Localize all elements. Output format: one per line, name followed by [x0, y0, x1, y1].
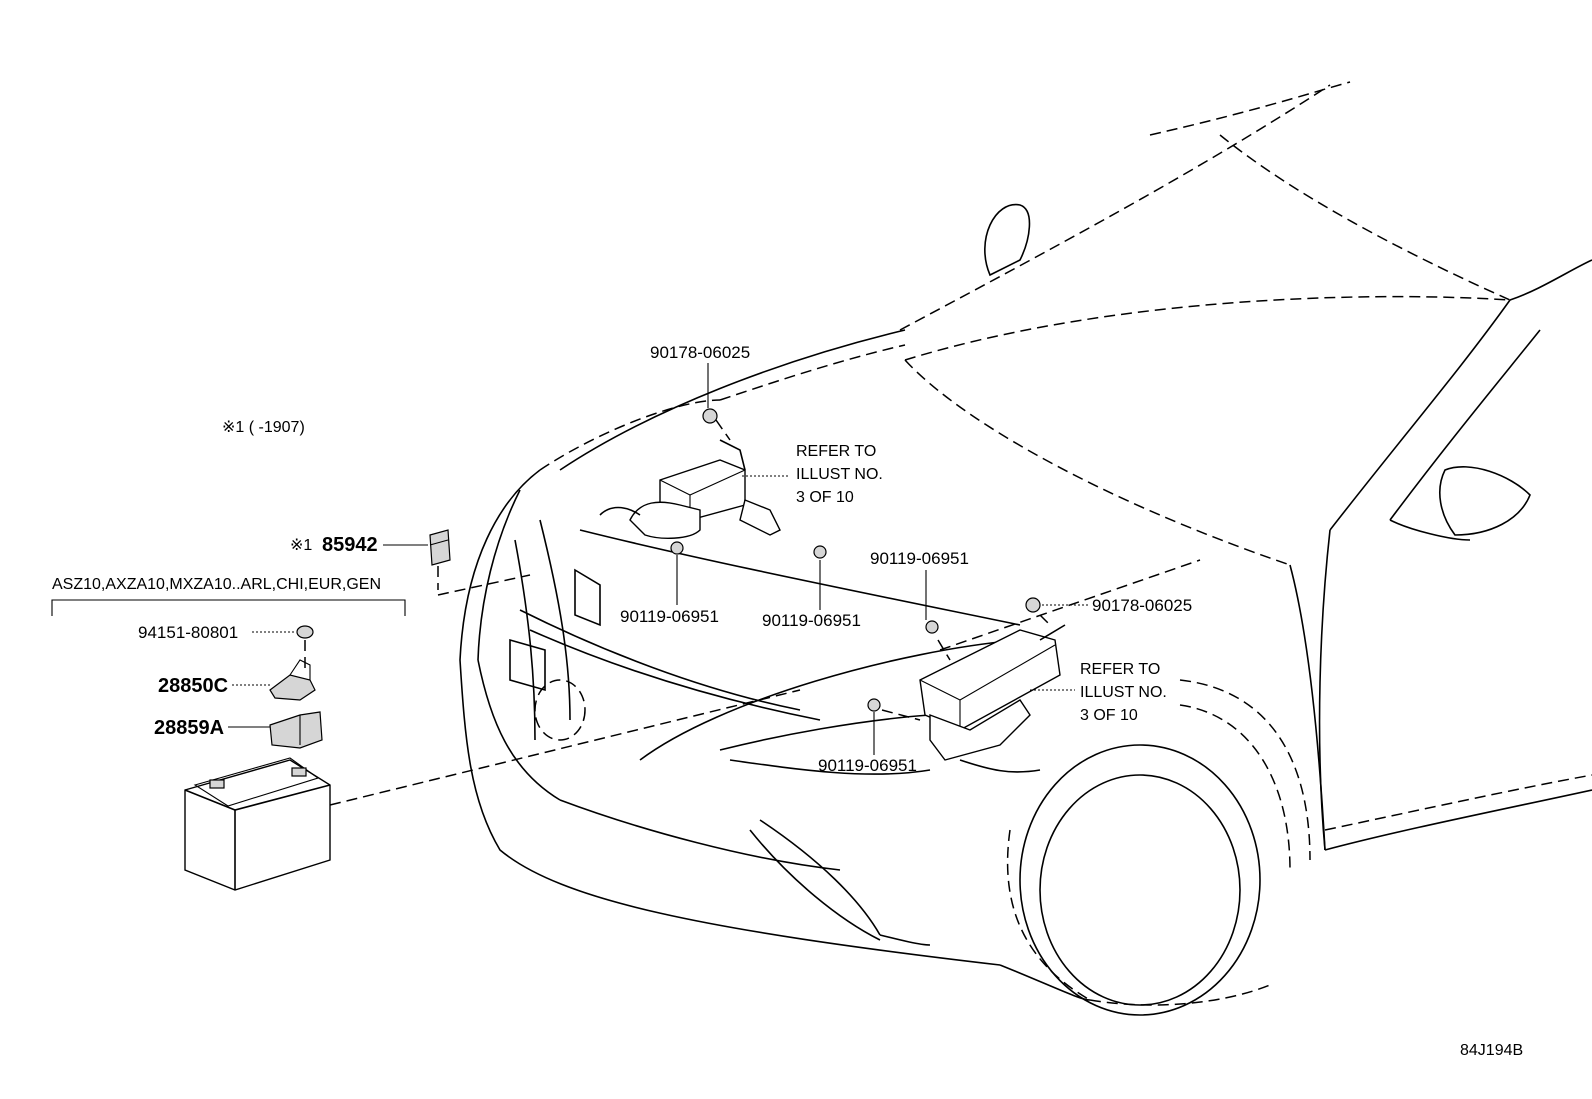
bolt-left-2-icon: [813, 545, 827, 559]
label-sensor-prefix: ※1: [290, 537, 312, 554]
label-top-nut: 90178-06025: [650, 343, 750, 362]
text-labels: 90178-06025 ※1 ( -1907) REFER TO ILLUST …: [52, 343, 1523, 1059]
label-refer-top-3: 3 OF 10: [796, 489, 854, 506]
label-diagram-id: 84J194B: [1460, 1042, 1523, 1059]
battery-group: [184, 625, 331, 891]
nut-right-icon: [1025, 597, 1041, 613]
leader-lines: [51, 363, 1201, 806]
label-battery-nut: 94151-80801: [138, 623, 238, 642]
nut-top-icon: [702, 408, 718, 424]
label-refer-top-2: ILLUST NO.: [796, 466, 883, 483]
label-refer-right-1: REFER TO: [1080, 661, 1160, 678]
label-bolt-left-1: 90119-06951: [620, 607, 719, 626]
sensor-85942: [429, 529, 451, 566]
label-refer-right-2: ILLUST NO.: [1080, 684, 1167, 701]
fasteners: [670, 408, 1041, 712]
bolt-bottom-icon: [867, 698, 881, 712]
relay-block-right: [919, 624, 1066, 761]
label-bolt-right-top: 90119-06951: [870, 549, 969, 568]
label-bolt-left-2: 90119-06951: [762, 611, 861, 630]
label-bolt-bottom: 90119-06951: [818, 756, 917, 775]
label-refer-top-1: REFER TO: [796, 443, 876, 460]
label-sensor-part: 85942: [322, 534, 378, 556]
label-clamp: 28850C: [158, 675, 228, 697]
bolt-right-top-icon: [925, 620, 939, 634]
label-model-codes: ASZ10,AXZA10,MXZA10..ARL,CHI,EUR,GEN: [52, 576, 381, 593]
label-refer-right-3: 3 OF 10: [1080, 707, 1138, 724]
vehicle-outline: [459, 81, 1592, 1016]
label-cover: 28859A: [154, 717, 224, 739]
relay-block-top: [599, 439, 781, 539]
bolt-left-1-icon: [670, 541, 684, 555]
label-nut-right: 90178-06025: [1092, 596, 1192, 615]
label-note-range: ※1 ( -1907): [222, 419, 305, 436]
